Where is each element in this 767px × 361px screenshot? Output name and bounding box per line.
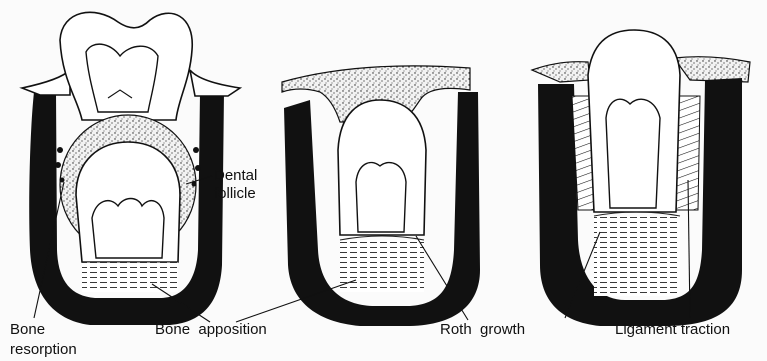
label-dental-follicle-1: Dental <box>214 167 257 184</box>
erupted-pulp-3 <box>606 99 660 208</box>
primary-pulp-1 <box>86 44 158 112</box>
label-ligament-traction: Ligament traction <box>615 321 730 338</box>
root-growth-edge-2 <box>340 236 424 240</box>
label-roth-growth: Roth growth <box>440 321 525 338</box>
panel-2 <box>282 66 480 326</box>
successor-pulp-1 <box>92 199 164 259</box>
label-bone-resorption-1: Bone <box>10 321 45 338</box>
erupting-pulp-2 <box>356 163 406 232</box>
label-bone-apposition: Bone apposition <box>155 321 267 338</box>
label-dental-follicle-2: follicle <box>214 185 256 202</box>
root-growth-zone-2 <box>340 240 424 292</box>
label-bone-resorption-2: resorption <box>10 341 77 358</box>
root-apex-zone-3 <box>594 216 680 296</box>
panel-3 <box>532 30 750 326</box>
panel-1 <box>22 12 240 325</box>
bone-apposition-layers-1 <box>82 262 178 292</box>
